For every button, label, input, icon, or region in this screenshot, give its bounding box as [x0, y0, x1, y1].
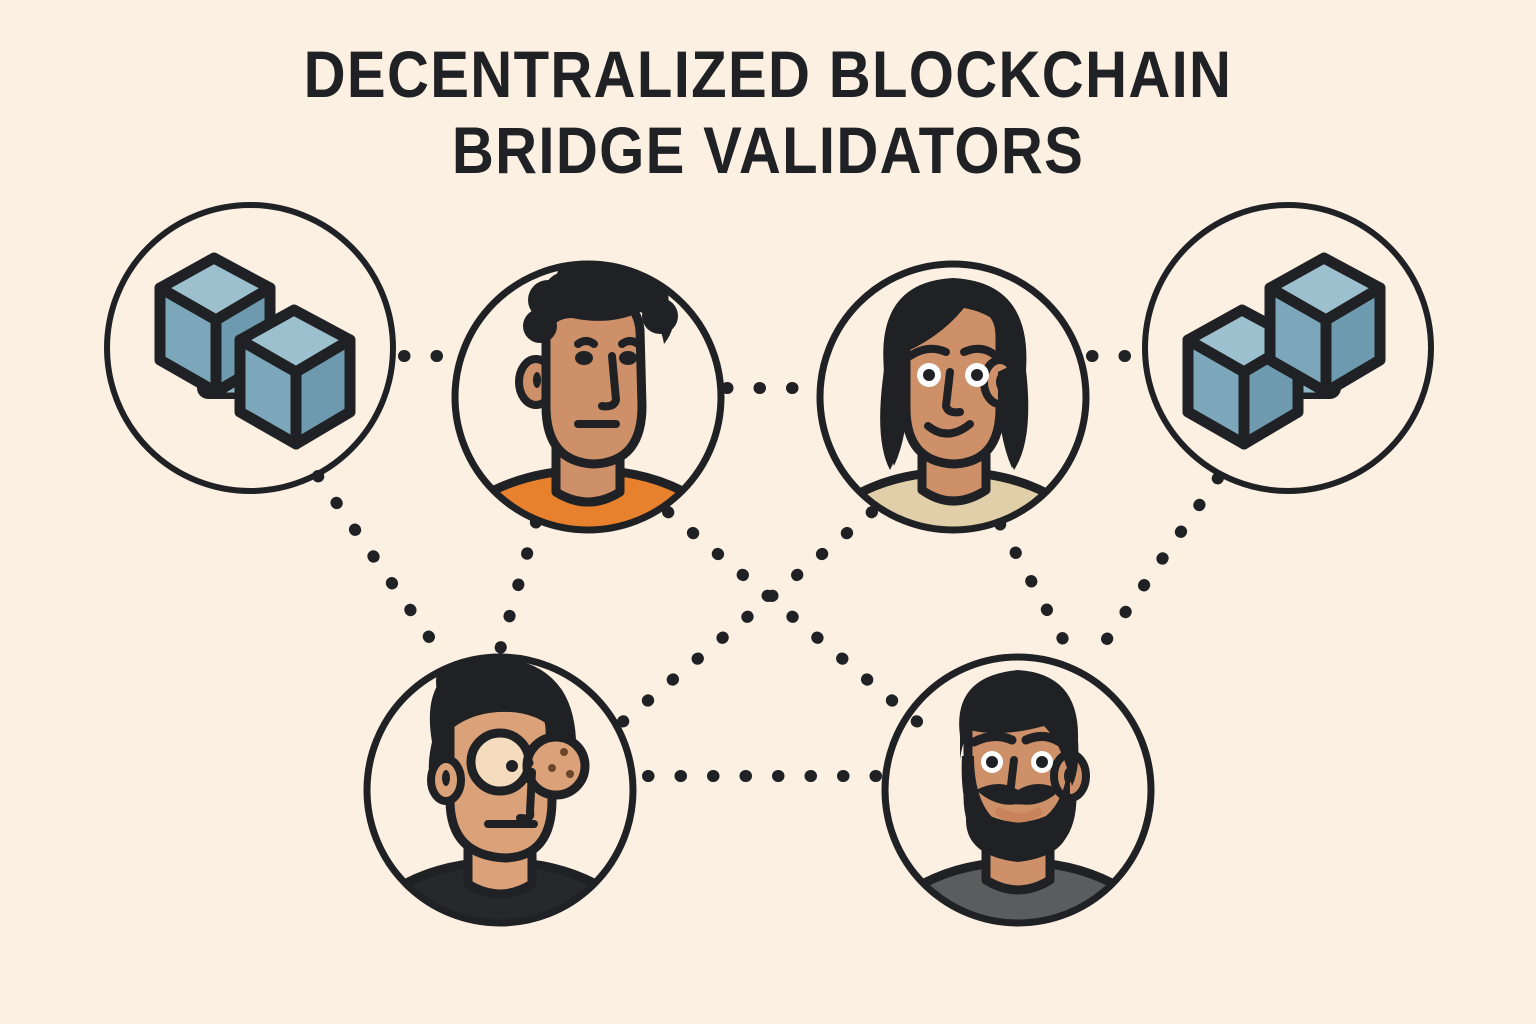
avatar-validator-1	[458, 267, 718, 527]
connector-layer	[312, 350, 1224, 782]
blockchain-cubes-icon	[1182, 252, 1386, 450]
blockchain-cubes-icon	[154, 252, 356, 450]
node-ring-validator-1	[451, 260, 725, 534]
cube-lower-right	[234, 304, 356, 450]
node-ring-blockchain-right	[1142, 202, 1434, 494]
node-validator-3[interactable]	[344, 648, 656, 1010]
cube-upper-right	[1264, 252, 1386, 398]
node-ring-blockchain-left	[104, 202, 396, 494]
connector-validator-1-to-validator-3	[494, 516, 542, 656]
connector-validator-2-to-validator-3	[614, 506, 878, 730]
connector-validator-2-to-validator-4	[994, 518, 1076, 658]
node-validator-2[interactable]	[798, 260, 1108, 620]
node-validator-4[interactable]	[862, 653, 1174, 1010]
node-ring-validator-4	[881, 653, 1155, 927]
node-ring-validator-2	[816, 260, 1090, 534]
node-blockchain-left[interactable]	[104, 202, 396, 494]
node-validator-1[interactable]	[432, 252, 744, 620]
node-blockchain-right[interactable]	[1142, 202, 1434, 494]
connector-blockchain-left-to-validator-3	[312, 470, 444, 656]
node-ring-validator-3	[363, 653, 637, 927]
avatar-validator-4	[888, 670, 1148, 920]
connector-blockchain-right-to-validator-4	[1092, 472, 1224, 658]
avatar-validator-2	[823, 278, 1083, 527]
connector-validator-1-to-validator-4	[662, 506, 926, 730]
avatar-validator-3	[370, 660, 630, 920]
